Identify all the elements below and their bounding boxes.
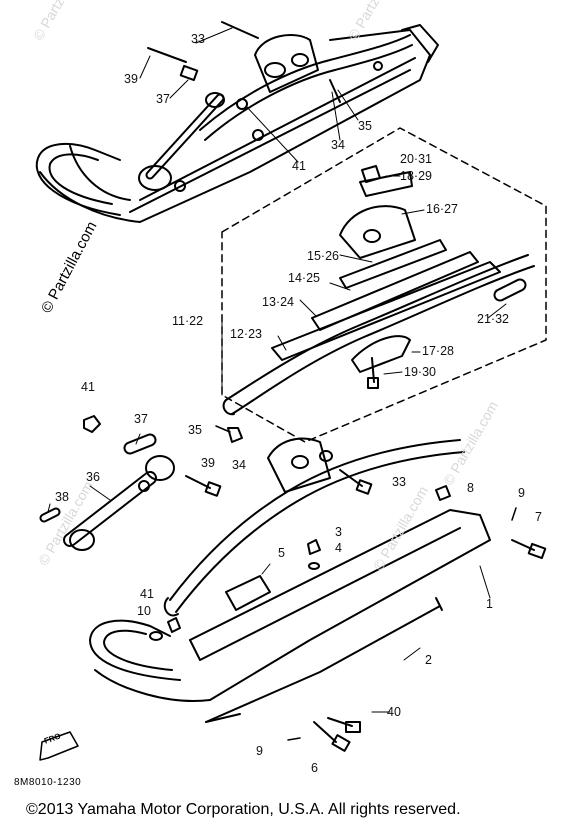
callout-9: 9 [518, 486, 525, 500]
callout-35: 35 [358, 119, 372, 133]
callout-40: 40 [387, 705, 401, 719]
callout-35: 35 [188, 423, 202, 437]
callout-18-29: 18·29 [400, 169, 432, 183]
callout-5: 5 [278, 546, 285, 560]
callout-15-26: 15·26 [307, 249, 339, 263]
top-ski-assembly [35, 21, 439, 223]
callout-20-31: 20·31 [400, 152, 432, 166]
front-direction-arrow [39, 731, 79, 761]
callout-3: 3 [335, 525, 342, 539]
callout-16-27: 16·27 [426, 202, 458, 216]
callout-33: 33 [392, 475, 406, 489]
diagram-code: 8M8010-1230 [14, 777, 82, 788]
callout-33: 33 [191, 32, 205, 46]
leaf-spring-kit-box [221, 127, 547, 443]
callout-8: 8 [467, 481, 474, 495]
callout-6: 6 [311, 761, 318, 775]
callout-38: 38 [55, 490, 69, 504]
callout-11-22: 11·22 [172, 314, 204, 328]
callout-13-24: 13·24 [262, 295, 294, 309]
callout-36: 36 [86, 470, 100, 484]
callout-12-23: 12·23 [230, 327, 262, 341]
callout-39: 39 [124, 72, 138, 86]
callout-39: 39 [201, 456, 215, 470]
callout-41: 41 [292, 159, 306, 173]
callout-34: 34 [331, 138, 345, 152]
bottom-ski-assembly [89, 437, 547, 752]
callout-4: 4 [335, 541, 342, 555]
callout-1: 1 [486, 597, 493, 611]
callout-10: 10 [137, 604, 151, 618]
callout-37: 37 [134, 412, 148, 426]
callout-9: 9 [256, 744, 263, 758]
exploded-hardware [39, 415, 243, 551]
callout-37: 37 [156, 92, 170, 106]
callout-7: 7 [535, 510, 542, 524]
callout-41: 41 [140, 587, 154, 601]
callout-41: 41 [81, 380, 95, 394]
callout-21-32: 21·32 [477, 312, 509, 326]
callout-19-30: 19·30 [404, 365, 436, 379]
callout-14-25: 14·25 [288, 271, 320, 285]
callout-2: 2 [425, 653, 432, 667]
copyright-notice: ©2013 Yamaha Motor Corporation, U.S.A. A… [26, 801, 461, 818]
callout-34: 34 [232, 458, 246, 472]
callout-17-28: 17·28 [422, 344, 454, 358]
